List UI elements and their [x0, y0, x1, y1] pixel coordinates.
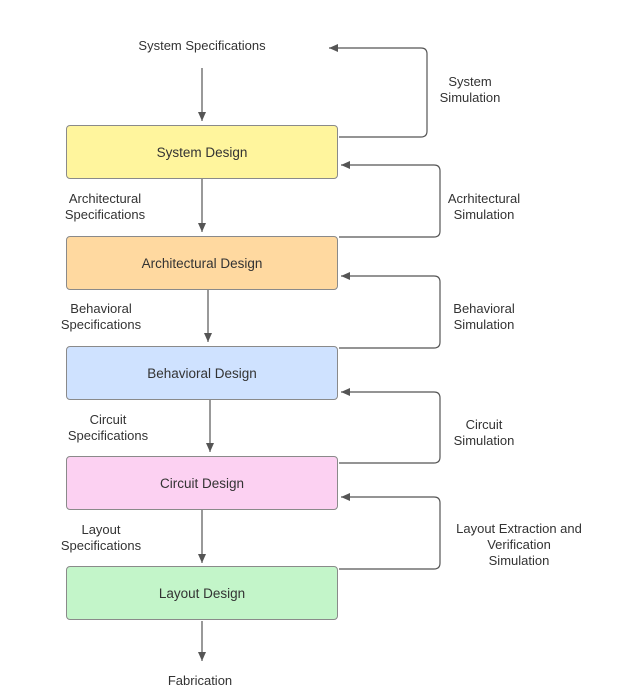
system-simulation-label: System Simulation: [426, 74, 514, 106]
sim-line-1: Behavioral: [453, 301, 515, 316]
behavioral-specifications-label: Behavioral Specifications: [51, 301, 151, 333]
behavioral-design-label: Behavioral Design: [147, 365, 257, 381]
architectural-simulation-label: Acrhitectural Simulation: [438, 191, 530, 223]
loop-circuit-simulation: [339, 388, 441, 464]
sim-line-2: Simulation: [453, 317, 515, 332]
spec-line-2: Specifications: [67, 428, 149, 443]
sim-line-1: Layout Extraction and: [456, 521, 582, 536]
sim-line-2: Simulation: [453, 433, 515, 448]
architectural-design-label: Architectural Design: [141, 255, 263, 271]
circuit-design-box: Circuit Design: [66, 456, 338, 510]
fabrication-text: Fabrication: [167, 673, 233, 688]
system-design-box: System Design: [66, 125, 338, 179]
fabrication-label: Fabrication: [150, 673, 250, 689]
sim-line-2: Verification: [487, 537, 551, 552]
behavioral-design-box: Behavioral Design: [66, 346, 338, 400]
spec-line-1: Behavioral: [70, 301, 132, 316]
sim-line-2: Simulation: [439, 90, 501, 105]
architectural-design-box: Architectural Design: [66, 236, 338, 290]
sim-line-1: Circuit: [465, 417, 503, 432]
loop-system-simulation: [329, 44, 428, 138]
layout-simulation-label: Layout Extraction and Verification Simul…: [444, 521, 594, 569]
spec-line-1: Architectural: [68, 191, 142, 206]
spec-line-2: Specifications: [60, 538, 142, 553]
loop-layout-simulation: [339, 493, 441, 570]
loop-behavioral-simulation: [339, 272, 441, 349]
layout-design-label: Layout Design: [158, 585, 246, 601]
sim-line-1: Acrhitectural: [447, 191, 521, 206]
circuit-design-label: Circuit Design: [159, 475, 245, 491]
system-specifications-text: System Specifications: [138, 38, 266, 53]
system-specifications-label: System Specifications: [130, 38, 274, 54]
sim-line-2: Simulation: [453, 207, 515, 222]
layout-design-box: Layout Design: [66, 566, 338, 620]
spec-line-2: Specifications: [60, 317, 142, 332]
spec-line-1: Layout: [81, 522, 121, 537]
spec-line-1: Circuit: [89, 412, 127, 427]
loop-architectural-simulation: [339, 161, 441, 238]
behavioral-simulation-label: Behavioral Simulation: [440, 301, 528, 333]
spec-line-2: Specifications: [64, 207, 146, 222]
circuit-simulation-label: Circuit Simulation: [440, 417, 528, 449]
system-design-label: System Design: [156, 144, 248, 160]
architectural-specifications-label: Architectural Specifications: [55, 191, 155, 223]
circuit-specifications-label: Circuit Specifications: [58, 412, 158, 444]
sim-line-1: System: [448, 74, 492, 89]
sim-line-3: Simulation: [488, 553, 550, 568]
layout-specifications-label: Layout Specifications: [51, 522, 151, 554]
